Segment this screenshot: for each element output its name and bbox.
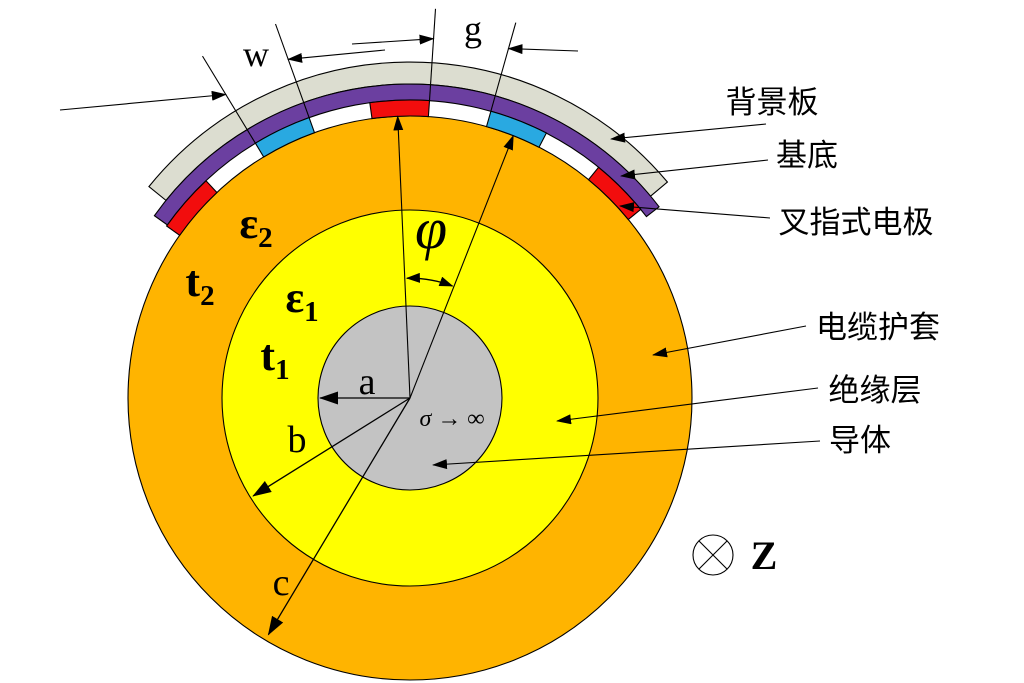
radius-b-arrow — [252, 397, 411, 497]
callout-line-conductor — [432, 440, 821, 470]
electrode-segment-red-left — [165, 180, 218, 237]
label-dim-g: g — [464, 9, 482, 49]
callout-line-jacket — [652, 325, 807, 358]
z-axis-cross-icon — [698, 540, 728, 570]
callout-line-insulation — [556, 387, 819, 425]
label-radius-a: a — [359, 361, 376, 403]
label-t2: t2 — [185, 257, 214, 312]
radius-c-arrow — [267, 397, 411, 636]
callout-line-electrode — [619, 202, 771, 219]
z-axis-circle-icon — [692, 534, 734, 576]
phi-ray-top-electrode — [393, 115, 411, 399]
label-interdigital-electrode: 叉指式电极 — [779, 205, 934, 240]
dim-line-g-right — [490, 22, 517, 112]
label-dim-w: w — [243, 34, 269, 74]
dim-arrow-g-left — [351, 34, 435, 45]
label-eps1: ε1 — [285, 273, 318, 328]
electrode-segment-red-top — [369, 99, 431, 120]
label-insulation-layer: 绝缘层 — [829, 373, 922, 408]
label-conductivity: σ → ∞ — [420, 406, 485, 432]
label-dim-phi: φ — [415, 196, 447, 261]
dim-arrow-w-left — [59, 90, 227, 111]
z-axis-label: Z — [751, 533, 778, 578]
label-eps2: ε2 — [239, 199, 272, 254]
z-axis-symbol: Z — [692, 533, 778, 578]
dim-line-w-left — [202, 55, 256, 144]
dim-line-w-right — [274, 23, 310, 118]
electrode-segment-blue-right — [485, 110, 548, 149]
label-t1: t1 — [260, 331, 289, 386]
label-cable-jacket: 电缆护套 — [816, 310, 940, 345]
label-radius-c: c — [273, 562, 290, 604]
dim-arrow-w-right — [287, 49, 386, 63]
electrode-segment-blue-left — [254, 116, 316, 158]
dim-line-g-left — [428, 8, 437, 101]
phi-ray-blue-electrode — [409, 134, 514, 399]
label-substrate: 基底 — [776, 138, 838, 173]
label-backing-plate: 背景板 — [726, 85, 819, 120]
callout-line-backing-plate — [610, 123, 767, 143]
dim-arrow-g-right — [507, 44, 579, 55]
callout-line-substrate — [620, 159, 769, 180]
phi-angle-arc — [405, 272, 454, 287]
label-radius-b: b — [288, 419, 307, 461]
label-conductor: 导体 — [829, 423, 891, 458]
